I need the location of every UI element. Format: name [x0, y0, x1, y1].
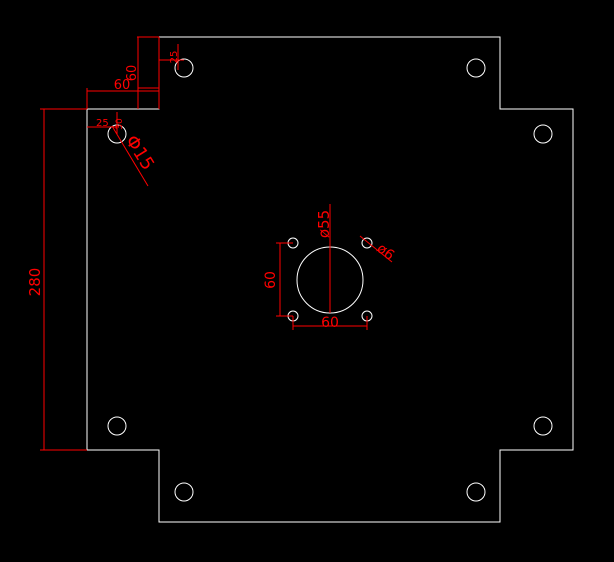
dimension-text-tab-width-horizontal: 60: [114, 78, 131, 93]
mounting-hole-bottom-right-upper: [533, 416, 553, 436]
mounting-hole-bottom-left-upper: [107, 416, 127, 436]
dimension-corner-hole-offset-top: 25: [159, 44, 184, 70]
dimension-text-bolt-hole-diameter: ø6: [374, 241, 398, 264]
mounting-hole-top-right-upper: [466, 58, 486, 78]
dimension-overall-height: 280: [26, 108, 87, 451]
dimension-text-center-hole-diameter: ø55: [315, 210, 333, 238]
dimension-text-corner-hole-diameter: Φ15: [121, 132, 158, 175]
dimension-text-tab-width-vertical: 60: [125, 65, 140, 82]
bolt-hole-top-right: [361, 237, 373, 249]
dimension-text-corner-hole-offset-y: 30: [115, 118, 125, 130]
dimension-bolt-pattern-height: 60: [263, 242, 293, 317]
dimension-corner-hole-offset-left: 25 30: [87, 112, 125, 134]
dimension-center-hole-diameter: ø55: [315, 204, 333, 313]
dimension-tab-width-vertical: 60: [125, 36, 160, 109]
dimension-text-corner-hole-offset-top: 25: [169, 51, 180, 64]
dimension-text-bolt-pattern-height: 60: [263, 271, 279, 289]
dimension-text-overall-height: 280: [26, 268, 44, 297]
dimension-text-bolt-pattern-width: 60: [321, 315, 339, 331]
dimension-text-corner-hole-offset-left: 25: [96, 118, 109, 129]
dimension-corner-hole-diameter: Φ15: [111, 125, 158, 187]
dimension-bolt-hole-diameter: ø6: [359, 235, 398, 264]
mounting-hole-top-left-upper: [174, 58, 194, 78]
dimension-bolt-pattern-width: 60: [292, 315, 368, 331]
mounting-hole-top-right-lower: [533, 124, 553, 144]
mounting-hole-bottom-left-lower: [174, 482, 194, 502]
dimension-tab-width-horizontal: 60: [86, 78, 159, 109]
mounting-hole-bottom-right-lower: [466, 482, 486, 502]
